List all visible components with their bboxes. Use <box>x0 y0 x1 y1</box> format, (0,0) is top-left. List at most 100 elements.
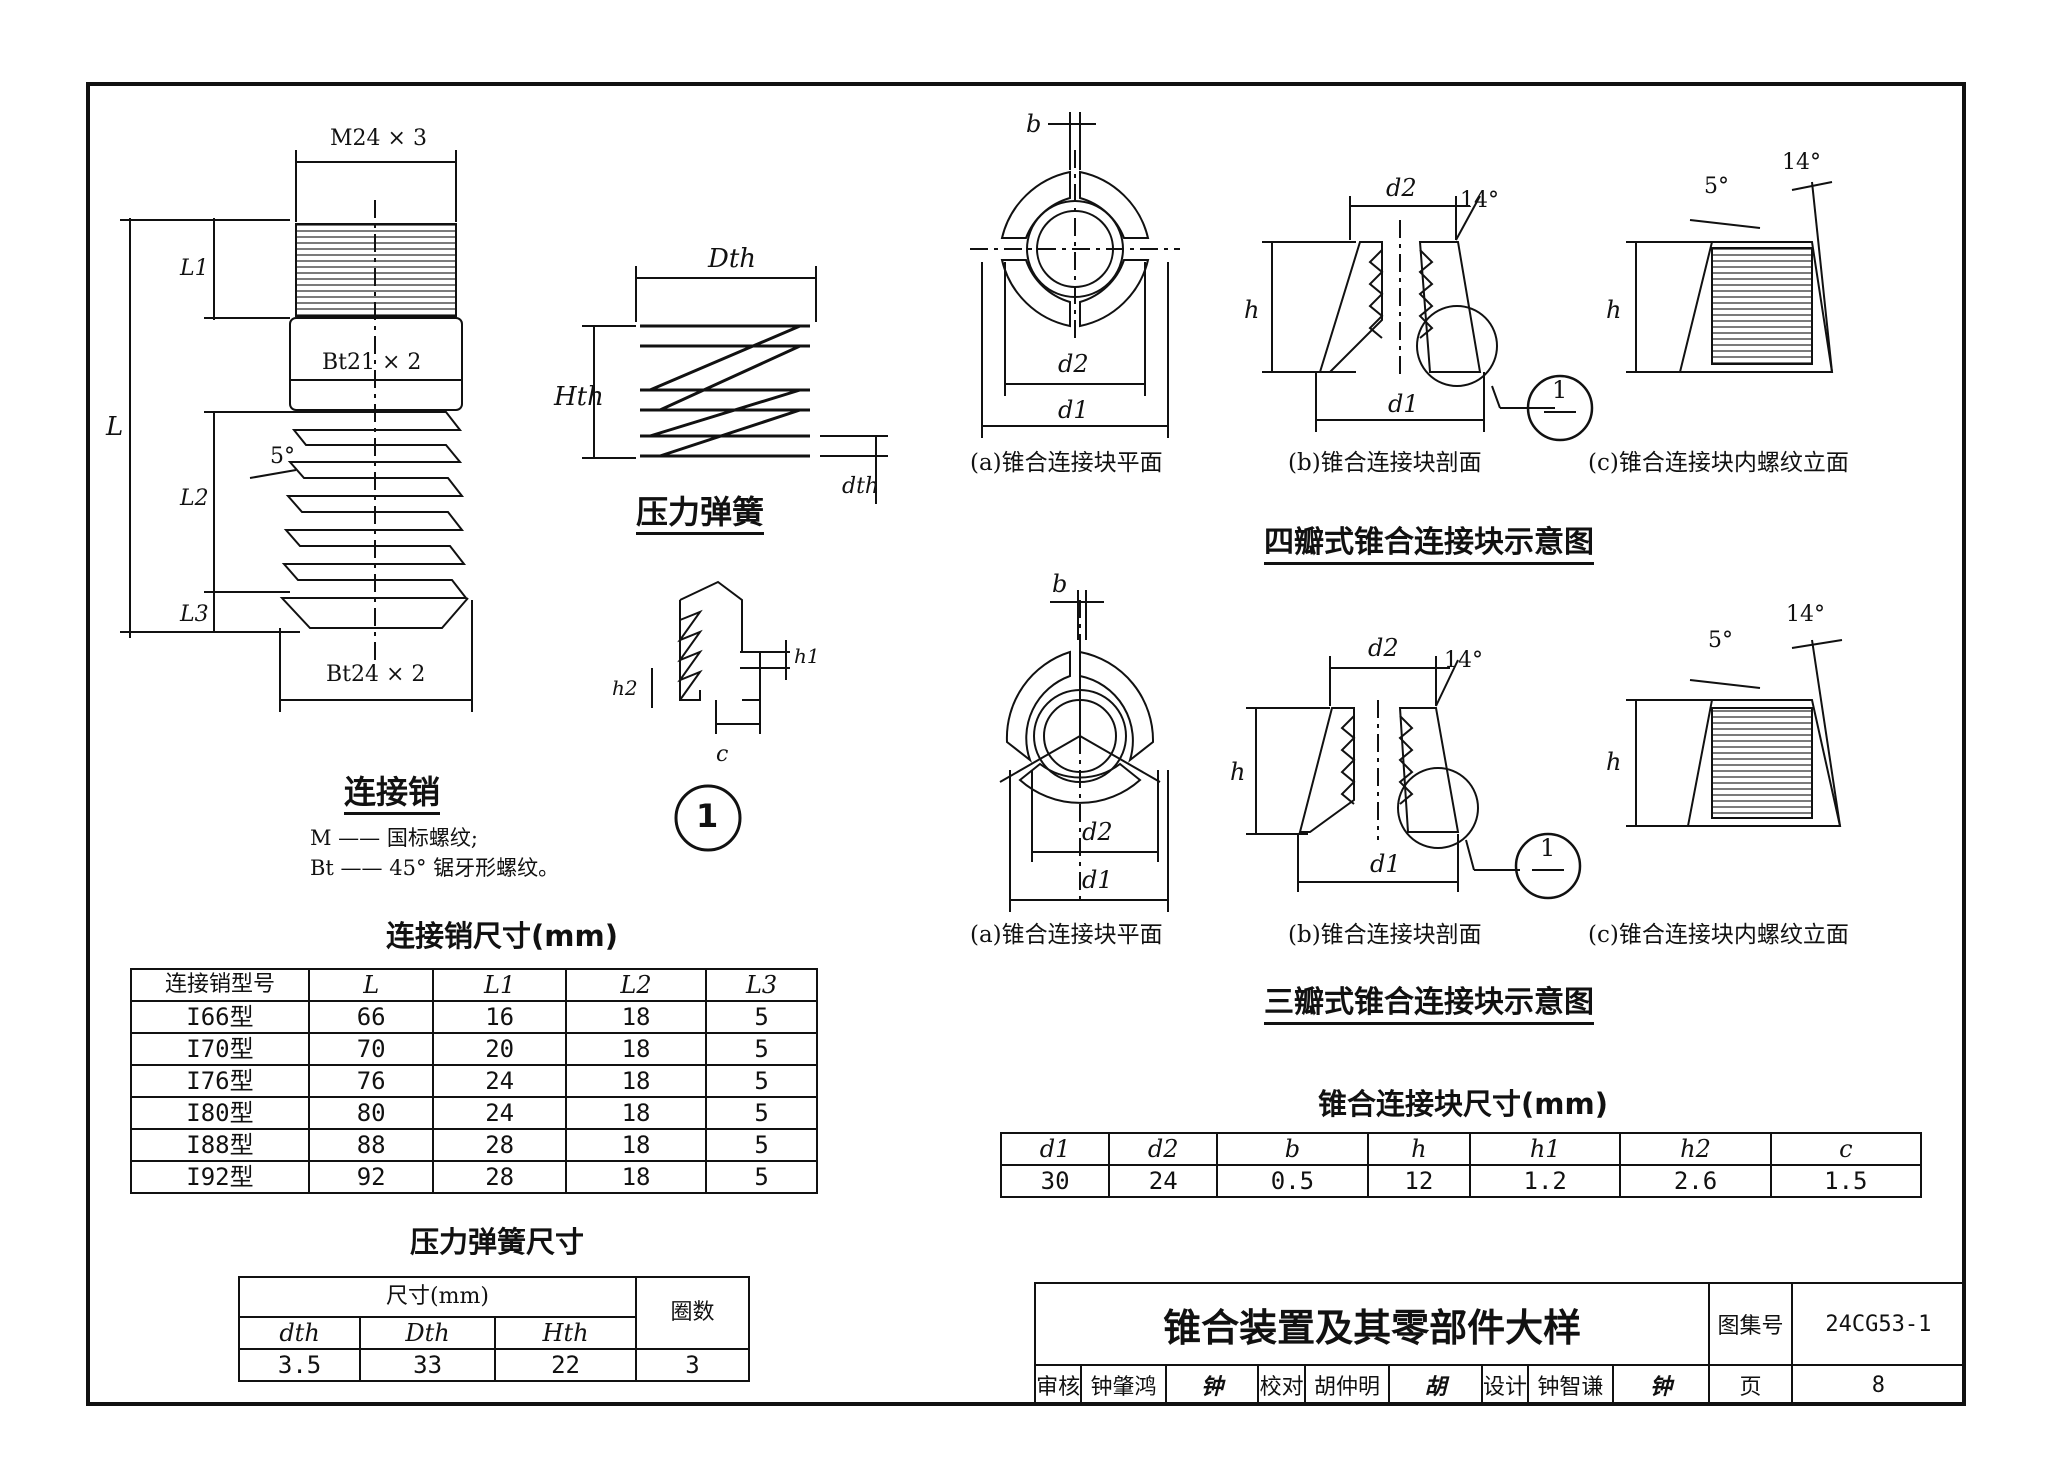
detail-mark: 1 <box>696 797 719 835</box>
pin-dim-bottom: Bt24 × 2 <box>326 662 426 687</box>
title-block: 锥合装置及其零部件大样 图集号 24CG53-1 审核 钟肇鸿 钟 校对 胡仲明… <box>1033 1282 1967 1406</box>
table-cell: 5 <box>705 1064 818 1098</box>
check-label: 校对 <box>1257 1364 1306 1406</box>
table-cell: 88 <box>307 1128 435 1162</box>
three-label-d2-b: d2 <box>1368 634 1399 662</box>
block-table-header: d1 <box>999 1132 1111 1166</box>
three-label-d2: d2 <box>1082 818 1113 846</box>
atlas-number: 24CG53-1 <box>1790 1282 1967 1366</box>
pin-table-header: L2 <box>564 968 708 1002</box>
table-cell: 5 <box>705 1160 818 1194</box>
spring-table-header: Dth <box>359 1316 497 1350</box>
designer-signature: 钟 <box>1611 1364 1711 1406</box>
table-cell: 28 <box>432 1128 567 1162</box>
pin-label-L: L <box>106 412 124 442</box>
spring-table-header: Hth <box>494 1316 637 1350</box>
table-cell: 18 <box>564 1064 708 1098</box>
pin-table-header: 连接销型号 <box>130 968 310 1002</box>
table-cell: I80型 <box>130 1096 310 1130</box>
four-caption-b: (b)锥合连接块剖面 <box>1288 450 1482 476</box>
table-cell: 3 <box>635 1348 750 1382</box>
table-cell: 33 <box>359 1348 497 1382</box>
three-label-h-c: h <box>1606 748 1622 776</box>
pin-note-1: M —— 国标螺纹; <box>310 826 478 850</box>
table-cell: 70 <box>307 1032 435 1066</box>
four-label-b: b <box>1026 110 1042 138</box>
table-cell: 22 <box>494 1348 637 1382</box>
designer-name: 钟智谦 <box>1527 1364 1614 1406</box>
four-label-h-c: h <box>1606 296 1622 324</box>
pin-table-header: L3 <box>705 968 818 1002</box>
table-cell: 2.6 <box>1619 1164 1772 1198</box>
three-detail-mark: 1 <box>1540 834 1556 862</box>
three-label-h-b: h <box>1230 758 1246 786</box>
three-angle-14-c: 14° <box>1786 602 1825 627</box>
block-table-header: h1 <box>1469 1132 1622 1166</box>
four-label-d2: d2 <box>1058 350 1089 378</box>
drawing-frame <box>86 82 1966 1406</box>
reviewer-name: 钟肇鸿 <box>1080 1364 1167 1406</box>
pin-bt-thread <box>279 411 469 629</box>
table-cell: 24 <box>1108 1164 1219 1198</box>
table-cell: 18 <box>564 1160 708 1194</box>
block-table-header: c <box>1769 1132 1923 1166</box>
spring-title: 压力弹簧 <box>636 496 765 535</box>
three-caption-b: (b)锥合连接块剖面 <box>1288 922 1482 948</box>
table-cell: 16 <box>432 1000 567 1034</box>
four-caption-a: (a)锥合连接块平面 <box>970 450 1163 476</box>
three-petal-drawing <box>999 590 1843 912</box>
pin-title: 连接销 <box>344 776 441 815</box>
detail-label-h2: h2 <box>612 676 638 700</box>
table-cell: 5 <box>705 1032 818 1066</box>
pin-note-2: Bt —— 45° 锯牙形螺纹。 <box>310 856 560 880</box>
table-cell: I92型 <box>130 1160 310 1194</box>
three-petal-detail-marker <box>1514 832 1582 900</box>
pin-table-header: L1 <box>432 968 567 1002</box>
table-cell: 92 <box>307 1160 435 1194</box>
design-label: 设计 <box>1480 1364 1530 1406</box>
block-table-header: h <box>1366 1132 1472 1166</box>
three-caption-c: (c)锥合连接块内螺纹立面 <box>1588 922 1849 948</box>
four-label-d2-b: d2 <box>1386 174 1417 202</box>
table-cell: I76型 <box>130 1064 310 1098</box>
table-cell: 1.2 <box>1469 1164 1622 1198</box>
three-label-d1: d1 <box>1082 866 1113 894</box>
block-table-header: d2 <box>1108 1132 1219 1166</box>
table-cell: 24 <box>432 1096 567 1130</box>
block-table: d1 d2 b h h1 h2 c 30 24 0.5 12 1.2 2.6 1… <box>999 1132 1923 1198</box>
table-cell: 30 <box>999 1164 1111 1198</box>
pin-drawing <box>120 150 473 712</box>
atlas-label: 图集号 <box>1708 1282 1793 1366</box>
table-cell: 20 <box>432 1032 567 1066</box>
block-table-header: h2 <box>1619 1132 1772 1166</box>
checker-signature: 胡 <box>1388 1364 1483 1406</box>
four-angle-14-b: 14° <box>1460 188 1499 213</box>
pin-label-L3: L3 <box>180 602 209 627</box>
block-table-header: b <box>1216 1132 1369 1166</box>
spring-label-d: dth <box>842 474 880 499</box>
detail-label-c: c <box>716 742 729 767</box>
spring-label-D: Dth <box>708 244 757 274</box>
table-cell: I66型 <box>130 1000 310 1034</box>
checker-name: 胡仲明 <box>1303 1364 1391 1406</box>
spring-label-H: Hth <box>554 382 604 412</box>
table-cell: 0.5 <box>1216 1164 1369 1198</box>
three-caption-a: (a)锥合连接块平面 <box>970 922 1163 948</box>
spring-table-group-header: 尺寸(mm) <box>238 1276 637 1318</box>
table-cell: 18 <box>564 1032 708 1066</box>
page-number: 8 <box>1790 1364 1967 1406</box>
spring-drawing <box>582 266 888 504</box>
table-cell: 5 <box>705 1128 818 1162</box>
table-cell: 1.5 <box>1769 1164 1923 1198</box>
pin-label-L1: L1 <box>180 256 209 281</box>
detail-1-marker <box>674 784 742 852</box>
detail-label-h1: h1 <box>794 644 820 668</box>
spring-table-turns-header: 圈数 <box>635 1276 750 1350</box>
pin-table-title: 连接销尺寸(mm) <box>386 919 618 953</box>
spring-table-header: dth <box>237 1316 362 1350</box>
table-cell: 28 <box>432 1160 567 1194</box>
table-cell: I88型 <box>130 1128 310 1162</box>
three-angle-5: 5° <box>1708 628 1733 653</box>
table-cell: 3.5 <box>237 1348 362 1382</box>
